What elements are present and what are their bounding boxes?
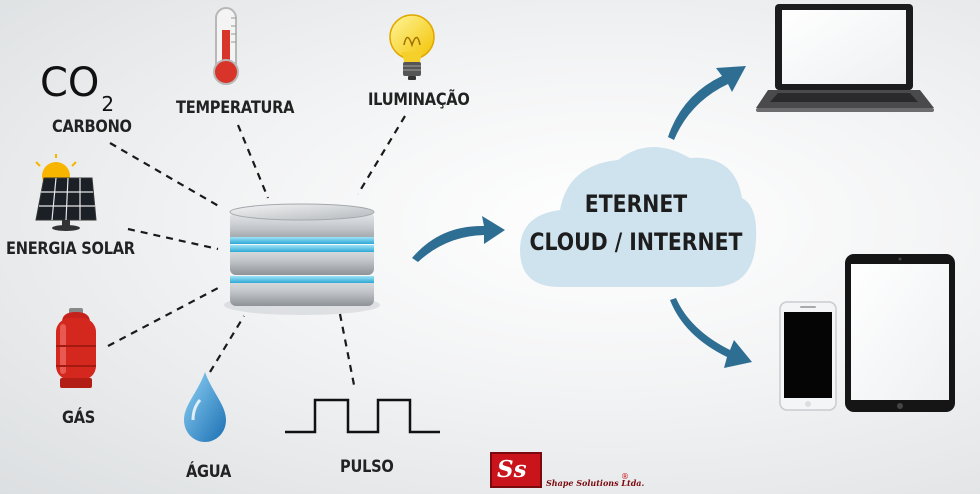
pulse-wave-icon [285, 398, 440, 434]
solar-panel-icon [35, 154, 97, 231]
database-server-icon [224, 203, 380, 315]
company-logo: Ss [490, 452, 542, 488]
company-name: Shape Solutions Ltda. [546, 478, 645, 488]
label-carbono: CARBONO [52, 117, 132, 137]
cloud-label-line1: ETERNET [584, 190, 688, 218]
label-pulso: PULSO [340, 457, 394, 477]
label-agua: ÁGUA [186, 462, 232, 482]
cloud-icon [520, 146, 757, 287]
label-gas: GÁS [62, 408, 96, 428]
gas-cylinder-icon [56, 308, 96, 388]
laptop-icon [756, 4, 934, 112]
tablet-icon [845, 254, 955, 412]
label-iluminacao: ILUMINAÇÃO [368, 90, 470, 110]
smartphone-icon [779, 301, 837, 411]
light-bulb-icon [389, 14, 435, 80]
dashed-connectors [107, 115, 406, 391]
thermometer-icon [213, 7, 239, 85]
arrow-icon [668, 66, 746, 140]
arrow-icon [412, 216, 505, 262]
registered-mark: ® [621, 472, 629, 481]
cloud-label-line2: CLOUD / INTERNET [529, 228, 743, 256]
water-drop-icon [184, 372, 226, 442]
arrow-icon [670, 298, 752, 368]
label-temperatura: TEMPERATURA [176, 98, 295, 118]
label-energia-solar: ENERGIA SOLAR [6, 239, 135, 259]
